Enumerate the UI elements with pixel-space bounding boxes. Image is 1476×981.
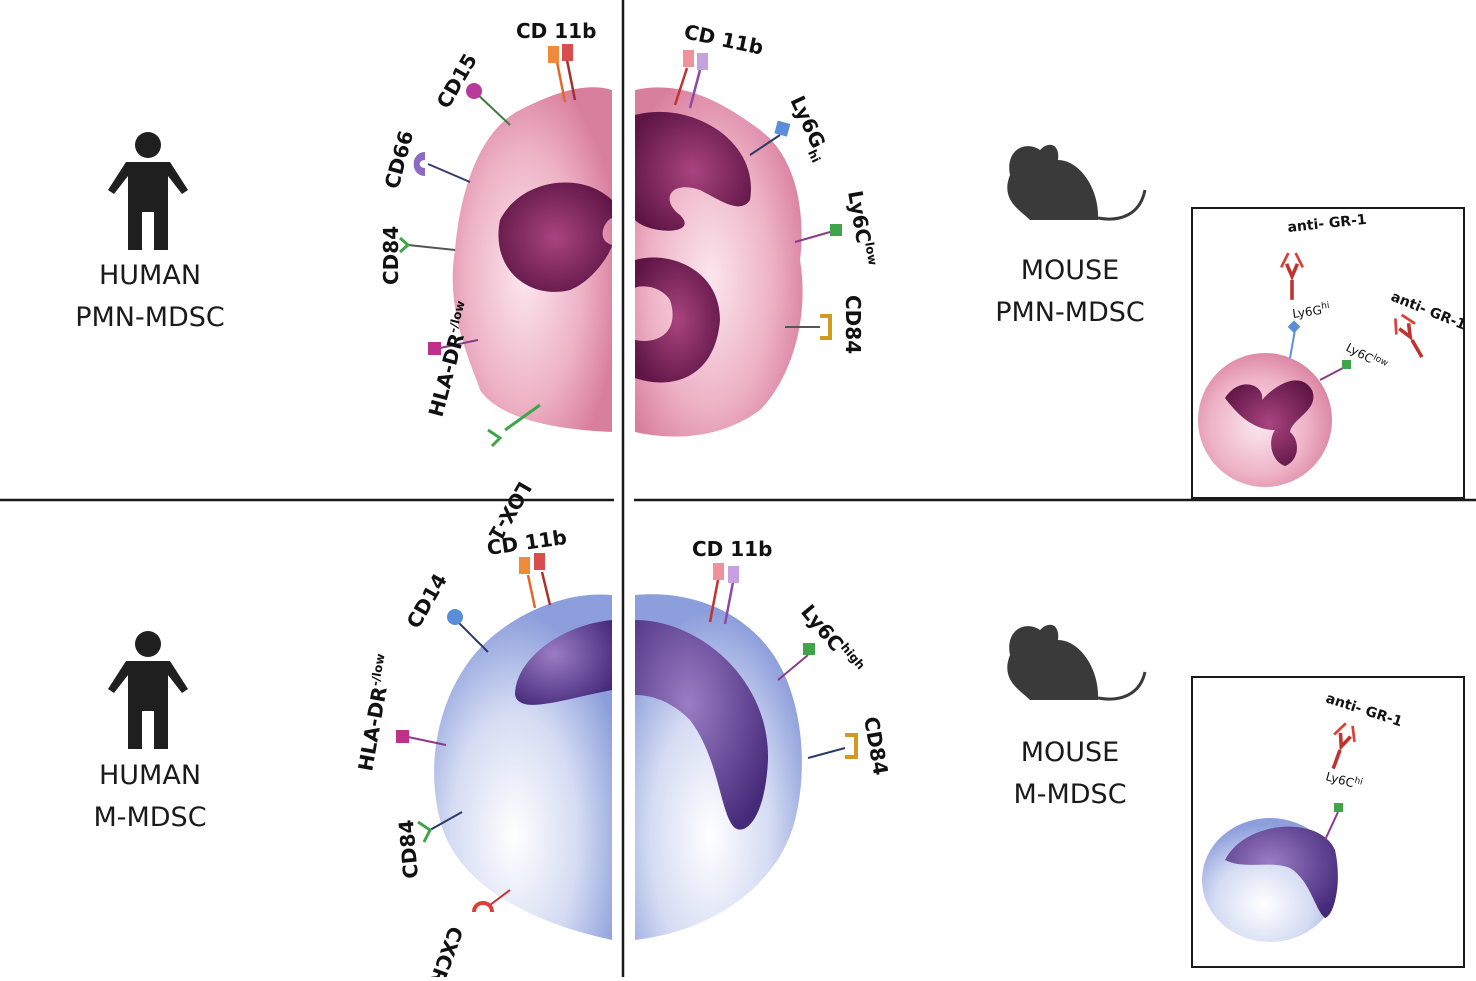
human-m-markers — [396, 553, 552, 913]
human-icon — [108, 132, 188, 250]
marker-label: CD84 — [859, 715, 893, 777]
mouse-m-inset — [1191, 676, 1465, 968]
mouse-icon — [1007, 624, 1147, 701]
marker-label: CD 11b — [692, 537, 772, 561]
cell-type-label: PMN-MDSC — [75, 302, 225, 333]
human-m-label: HUMAN M-MDSC — [70, 755, 230, 839]
human-pmn-markers — [399, 44, 577, 448]
mouse-m-markers — [708, 563, 858, 759]
human-pmn-label: HUMAN PMN-MDSC — [70, 255, 230, 339]
marker-label: Ly6Clow — [843, 189, 880, 268]
cell-type-label: M-MDSC — [93, 802, 207, 833]
marker-label: CD66 — [380, 128, 418, 191]
human-m-cell — [434, 594, 612, 940]
species-label: MOUSE — [1020, 737, 1120, 768]
marker-label: CD 11b — [682, 19, 766, 59]
marker-label: CD84 — [841, 295, 865, 354]
mouse-pmn-label: MOUSE PMN-MDSC — [985, 250, 1155, 334]
human-pmn-cell — [452, 87, 612, 433]
marker-label: CD 11b — [516, 19, 596, 43]
mouse-pmn-cell — [635, 87, 803, 437]
marker-label: Ly6Ghi — [782, 92, 836, 165]
marker-label: CD15 — [432, 49, 482, 112]
mouse-pmn-markers — [673, 50, 842, 340]
species-label: MOUSE — [1020, 255, 1120, 286]
marker-label: Ly6Chigh — [796, 600, 868, 679]
inset-target-label: Ly6Ghi — [1291, 301, 1331, 321]
marker-label: CD84 — [394, 819, 423, 880]
mouse-m-label: MOUSE M-MDSC — [985, 732, 1155, 816]
mouse-m-cell — [635, 594, 802, 940]
marker-label: HLA-DR-/low — [353, 652, 397, 772]
cell-type-label: M-MDSC — [1013, 779, 1127, 810]
marker-label: CD14 — [402, 569, 452, 632]
species-label: HUMAN — [98, 260, 202, 291]
marker-label: CXCR1 — [420, 923, 468, 977]
mouse-pmn-inset — [1191, 207, 1465, 499]
marker-label: CD84 — [379, 226, 403, 285]
cell-type-label: PMN-MDSC — [995, 297, 1145, 328]
species-label: HUMAN — [98, 760, 202, 791]
mouse-icon — [1007, 144, 1147, 221]
human-icon — [108, 631, 188, 749]
